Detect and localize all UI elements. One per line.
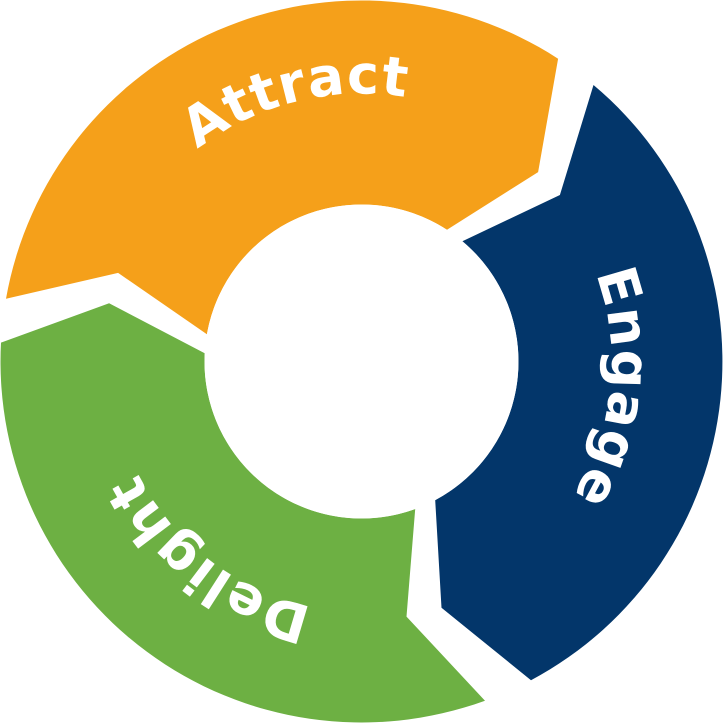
engage-segment-shape [435,85,723,681]
segment-engage: Engage [435,85,723,681]
delight-segment-shape [0,303,485,723]
segment-attract: Attract [6,0,559,335]
center-hole [204,204,519,519]
segment-delight: Delight [0,303,485,723]
attract-segment-shape [6,0,559,335]
